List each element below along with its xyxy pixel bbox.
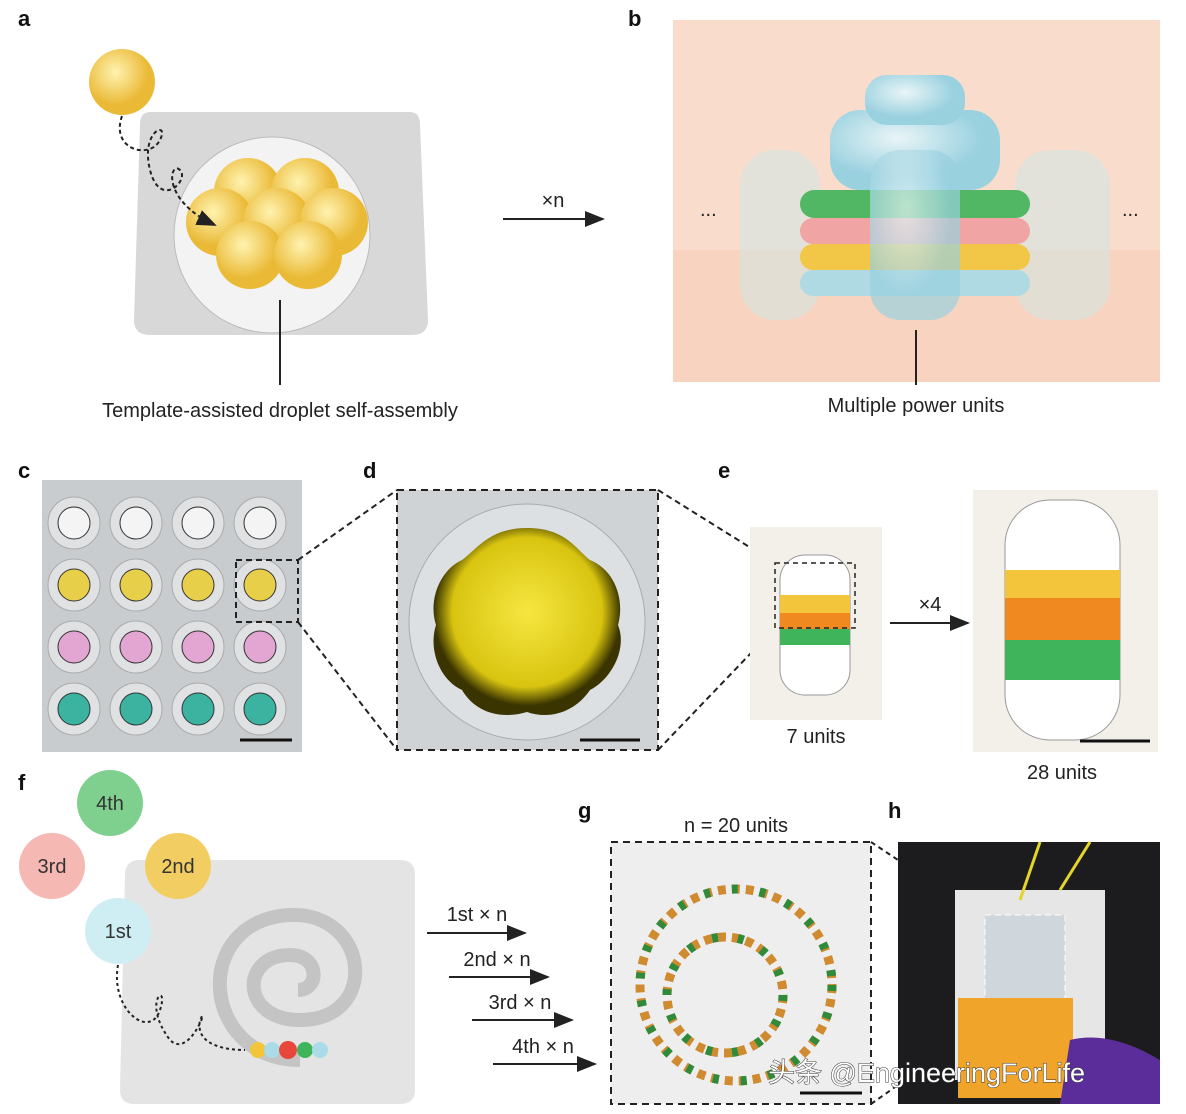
droplet-3rd: 3rd bbox=[38, 856, 67, 878]
droplet-assembly bbox=[181, 506, 215, 540]
droplet-assembly bbox=[119, 568, 153, 602]
droplet-assembly bbox=[57, 692, 91, 726]
droplet-assembly bbox=[243, 630, 277, 664]
panel-label-h: h bbox=[888, 798, 901, 823]
well-array bbox=[47, 496, 287, 736]
droplet-2nd: 2nd bbox=[161, 856, 194, 878]
panel-label-a: a bbox=[18, 6, 31, 31]
droplet-assembly bbox=[181, 630, 215, 664]
watermark: 头条 @EngineeringForLife bbox=[768, 1058, 1085, 1088]
panel-label-c: c bbox=[18, 458, 30, 483]
ellipsis-right: ... bbox=[1122, 199, 1139, 221]
n-units-title: n = 20 units bbox=[684, 815, 788, 837]
stacked-power-units bbox=[740, 75, 1110, 320]
spiral-channel bbox=[212, 907, 363, 1067]
label-28-units: 28 units bbox=[1027, 762, 1097, 784]
droplet-assembly bbox=[181, 692, 215, 726]
panel-e: e 7 units ×4 28 units bbox=[718, 458, 1158, 784]
fill-sequence-arrows: 1st × n 2nd × n 3rd × n 4th × n bbox=[427, 904, 597, 1072]
droplet-assembly bbox=[181, 568, 215, 602]
panel-g: g n = 20 units bbox=[578, 798, 872, 1105]
droplet-assembly bbox=[119, 630, 153, 664]
droplet-assembly bbox=[57, 568, 91, 602]
arrow-label-1st: 1st × n bbox=[447, 904, 508, 926]
arrow-a-to-b: ×n bbox=[503, 190, 605, 227]
label-7-units: 7 units bbox=[787, 726, 846, 748]
caption-b: Multiple power units bbox=[828, 395, 1005, 417]
droplet-assembly bbox=[57, 630, 91, 664]
panel-b: b ... ... Multiple power units bbox=[628, 6, 1160, 417]
xn-label: ×n bbox=[542, 190, 565, 212]
arrow-label-3rd: 3rd × n bbox=[489, 992, 552, 1014]
panel-a: a Template-assisted droplet self-assembl… bbox=[18, 6, 458, 422]
droplet-assembly bbox=[119, 506, 153, 540]
assembled-droplet bbox=[433, 528, 621, 716]
yellow-droplet-cluster bbox=[186, 158, 368, 289]
droplet-1st: 1st bbox=[105, 921, 132, 943]
panel-f: f 4th 3rd 2nd 1st 1st × n 2nd × n 3rd × … bbox=[18, 770, 597, 1104]
droplet-path bbox=[118, 115, 217, 226]
panel-label-b: b bbox=[628, 6, 641, 31]
droplet-assembly bbox=[243, 692, 277, 726]
panel-label-f: f bbox=[18, 770, 26, 795]
panel-d: d bbox=[363, 458, 659, 751]
panel-label-e: e bbox=[718, 458, 730, 483]
caption-a: Template-assisted droplet self-assembly bbox=[102, 400, 458, 422]
droplet-assembly bbox=[243, 568, 277, 602]
droplet-assembly bbox=[119, 692, 153, 726]
ellipsis-left: ... bbox=[700, 199, 717, 221]
panel-c: c bbox=[18, 458, 302, 752]
droplet-chain bbox=[250, 1041, 328, 1059]
x4-label: ×4 bbox=[919, 594, 942, 616]
panel-label-g: g bbox=[578, 798, 591, 823]
panel-label-d: d bbox=[363, 458, 376, 483]
droplet-assembly bbox=[57, 506, 91, 540]
arrow-label-4th: 4th × n bbox=[512, 1036, 574, 1058]
single-droplet bbox=[89, 49, 155, 115]
arrow-label-2nd: 2nd × n bbox=[463, 949, 530, 971]
panel-h: h bbox=[888, 798, 1160, 1104]
droplet-assembly bbox=[243, 506, 277, 540]
spiral-template bbox=[120, 860, 415, 1104]
droplet-4th: 4th bbox=[96, 793, 124, 815]
